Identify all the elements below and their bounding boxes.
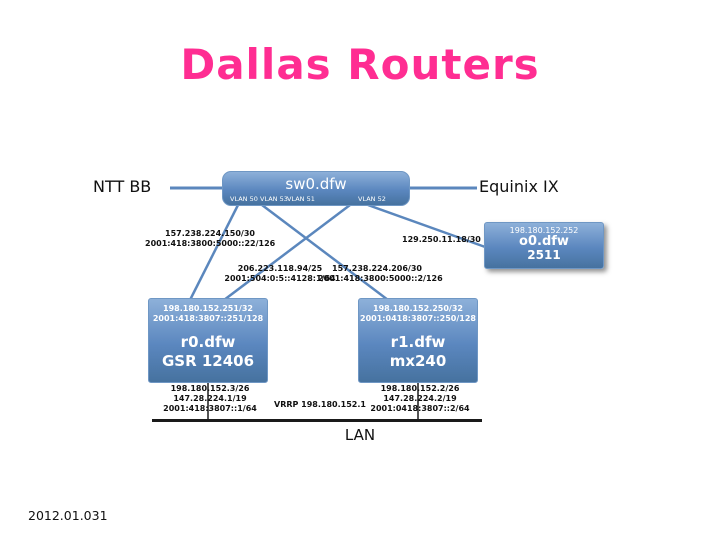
vlan-label-row: VLAN 50 VLAN 53 VLAN 51 VLAN 52: [223, 195, 409, 204]
r1-lan-addresses: 198.180.152.2/26 147.28.224.2/19 2001:04…: [366, 384, 474, 414]
r0-lan-addresses: 198.180.152.3/26 147.28.224.1/19 2001:41…: [156, 384, 264, 414]
r1-loopback-v4: 198.180.152.250/32: [373, 304, 463, 313]
r0-lan-v6: 2001:418:3807::1/64: [163, 404, 257, 413]
vlan-50-label: VLAN 50: [230, 195, 258, 203]
sw-to-r1-line: [261, 204, 389, 301]
equinix-uplink-v4: 157.238.224.206/30: [332, 264, 422, 273]
slide-title: Dallas Routers: [180, 40, 540, 89]
r1-lan-v6: 2001:0418:3807::2/64: [370, 404, 470, 413]
r0-loopback-v6: 2001:418:3807::251/128: [152, 314, 264, 323]
spacer: [149, 324, 267, 333]
ntt-uplink-v6: 2001:418:3800:5000::22/126: [145, 239, 276, 248]
r0-lan-v4: 198.180.152.3/26: [170, 384, 250, 393]
r1-lan-v4: 198.180.152.2/26: [380, 384, 460, 393]
r0-model: GSR 12406: [161, 352, 255, 370]
oob-link-address: 129.250.11.18/30: [402, 235, 481, 245]
slide-footer: 2012.01.031: [28, 508, 108, 523]
r1-lan-v4b: 147.28.224.2/19: [383, 394, 457, 403]
lan-label: LAN: [344, 426, 376, 444]
ntt-uplink-addresses: 157.238.224.150/30 2001:418:3800:5000::2…: [145, 229, 275, 249]
router-r1dfw: 198.180.152.250/32 2001:0418:3807::250/1…: [358, 298, 478, 383]
sw-to-o0-line: [367, 203, 489, 250]
r0-loopback-v4: 198.180.152.251/32: [163, 304, 253, 313]
router-r0dfw: 198.180.152.251/32 2001:418:3807::251/12…: [148, 298, 268, 383]
exchange-link-v6: 2001:504:0:5::4128:1/64: [224, 274, 336, 283]
equinix-ix-label: Equinix IX: [479, 177, 559, 196]
equinix-uplink-addresses: 157.238.224.206/30 2001:418:3800:5000::2…: [318, 264, 443, 284]
console-server-model: 2511: [527, 248, 561, 262]
r1-name: r1.dfw: [390, 333, 446, 351]
ntt-uplink-v4: 157.238.224.150/30: [165, 229, 255, 238]
r1-loopback-v6: 2001:0418:3807::250/128: [360, 314, 476, 323]
exchange-link-v4: 206.223.118.94/25: [237, 264, 323, 273]
vlan-53-label: VLAN 53: [260, 195, 288, 203]
console-server-name: o0.dfw: [519, 234, 569, 249]
vlan-51-label: VLAN 51: [287, 195, 315, 203]
lan-segment-bar: [152, 419, 482, 422]
equinix-uplink-v6: 2001:418:3800:5000::2/126: [318, 274, 443, 283]
r0-name: r0.dfw: [180, 333, 236, 351]
spacer: [359, 324, 477, 333]
r1-model: mx240: [389, 352, 447, 370]
exchange-link-addresses: 206.223.118.94/25 2001:504:0:5::4128:1/6…: [224, 264, 336, 284]
vlan-52-label: VLAN 52: [358, 195, 386, 203]
r0-lan-v4b: 147.28.224.1/19: [173, 394, 247, 403]
console-server-o0dfw: 198.180.152.252 o0.dfw 2511: [484, 222, 604, 269]
ntt-bb-label: NTT BB: [93, 177, 152, 196]
sw-to-r0-line-1: [188, 204, 240, 301]
switch-sw0dfw: sw0.dfw VLAN 50 VLAN 53 VLAN 51 VLAN 52: [222, 171, 410, 206]
switch-name: sw0.dfw: [285, 175, 347, 193]
sw-to-r0-line-2: [223, 204, 351, 301]
oob-link-v4: 129.250.11.18/30: [402, 235, 481, 244]
console-server-ip: 198.180.152.252: [509, 226, 579, 235]
vrrp-address: VRRP 198.180.152.1: [274, 400, 366, 409]
